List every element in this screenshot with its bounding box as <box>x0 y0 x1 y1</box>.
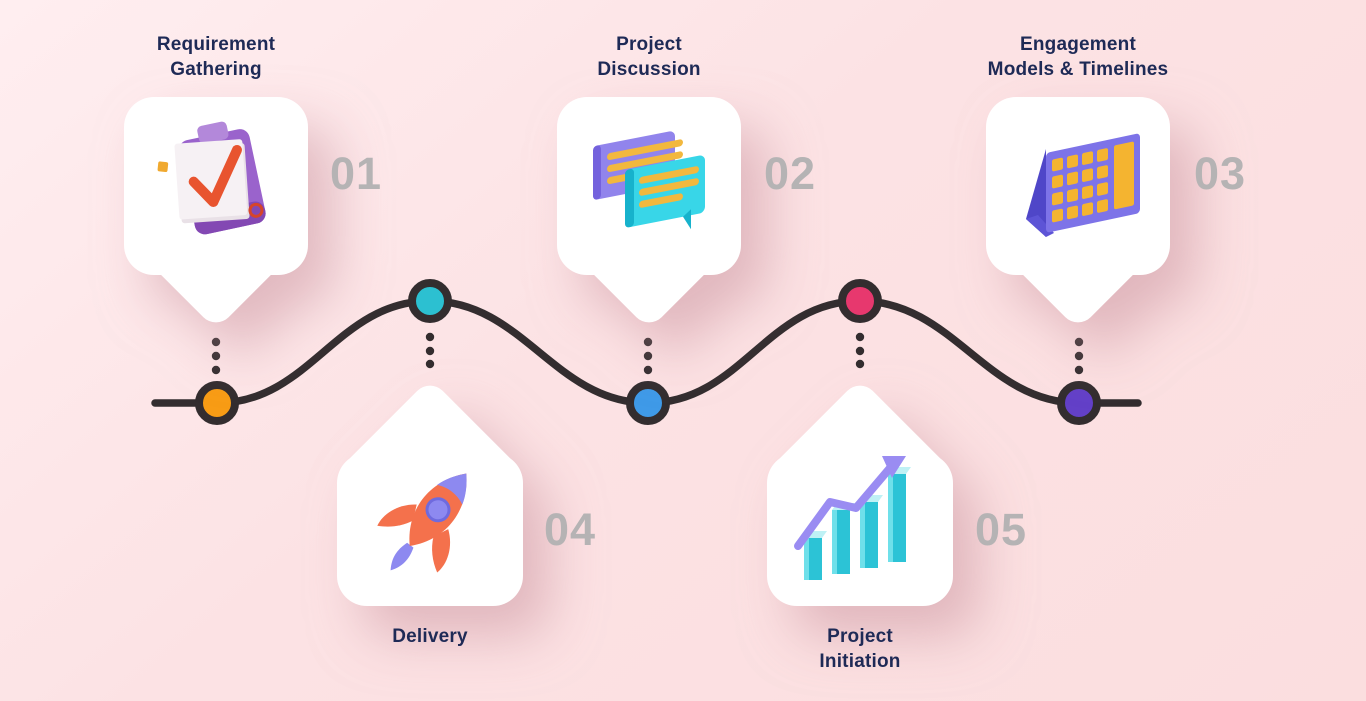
timeline-node-04 <box>408 279 452 323</box>
step-card-delivery <box>337 378 523 606</box>
desk-calendar-icon <box>1026 133 1140 237</box>
step-title-project-discussion: Project Discussion <box>597 34 701 80</box>
step-title-delivery: Delivery <box>392 626 468 647</box>
timeline-node-01 <box>195 381 239 425</box>
growth-chart-icon <box>794 456 911 580</box>
clipboard-check-icon <box>157 121 266 235</box>
step-card-project-initiation <box>767 378 953 606</box>
step-card-requirement-gathering <box>124 97 308 330</box>
step-title-requirement-gathering: Requirement Gathering <box>156 34 276 80</box>
dotted-connector-discussion <box>643 337 653 375</box>
step-number-03: 03 <box>1194 148 1247 199</box>
step-number-04: 04 <box>544 504 597 555</box>
dotted-connector-delivery <box>425 332 435 369</box>
timeline-node-02 <box>626 381 670 425</box>
step-card-engagement-models <box>986 97 1170 330</box>
chat-bubbles-icon <box>593 131 705 230</box>
step-number-02: 02 <box>764 148 817 199</box>
dotted-connector-engagement <box>1074 337 1084 375</box>
step-title-engagement-models: Engagement Models & Timelines <box>987 34 1169 80</box>
step-title-project-initiation: Project Initiation <box>819 626 901 672</box>
timeline-node-05 <box>838 279 882 323</box>
timeline-node-03 <box>1057 381 1101 425</box>
dotted-connector-initiation <box>855 332 865 369</box>
dotted-connector-requirement <box>211 337 221 375</box>
step-card-project-discussion <box>557 97 741 330</box>
step-number-01: 01 <box>330 148 383 199</box>
rocket-icon <box>377 473 467 573</box>
step-number-05: 05 <box>975 504 1028 555</box>
